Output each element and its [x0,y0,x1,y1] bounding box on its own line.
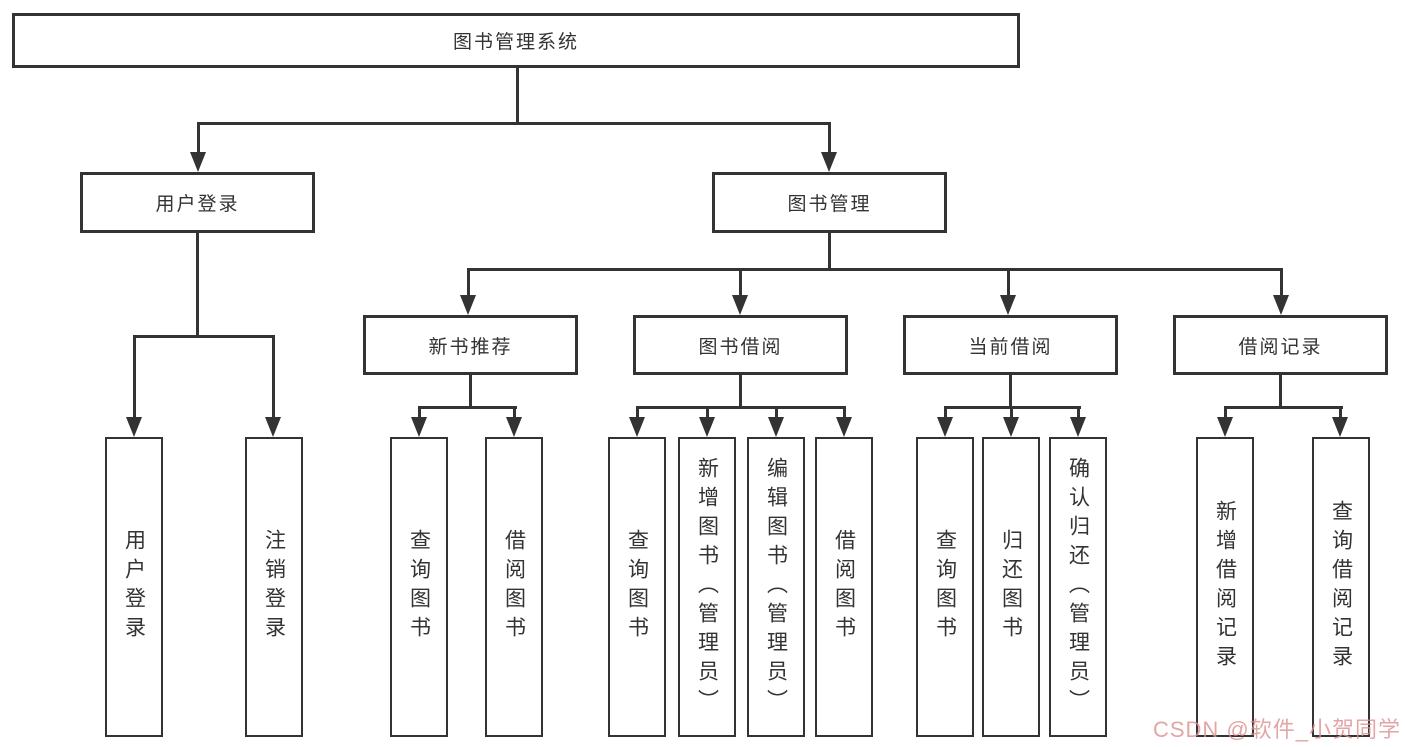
leaf-add-book-admin-label: 新增图书（管理员） [695,456,719,718]
leaf-add-borrow-record-label: 新增借阅记录 [1213,500,1237,674]
arrow-down-icon [937,417,953,437]
connector-line [197,122,831,125]
leaf-query-books-1: 查询图书 [390,437,448,737]
connector-line [1280,268,1283,297]
arrow-down-icon [732,295,748,315]
leaf-query-borrow-record: 查询借阅记录 [1312,437,1370,737]
connector-line [1009,375,1012,409]
node-book-borrow-label: 图书借阅 [698,336,783,358]
node-user-login-module: 用户登录 [80,172,315,233]
connector-line [1279,375,1282,409]
connector-line [636,406,639,419]
connector-line [843,406,846,419]
connector-line [1077,406,1080,419]
leaf-borrow-books-1: 借阅图书 [485,437,543,737]
arrow-down-icon [1070,417,1086,437]
leaf-edit-book-admin-label: 编辑图书（管理员） [764,456,788,718]
arrow-down-icon [506,417,522,437]
node-borrow-records: 借阅记录 [1173,315,1388,375]
node-new-book-recommend: 新书推荐 [363,315,578,375]
leaf-logout: 注销登录 [245,437,303,737]
leaf-return-books: 归还图书 [982,437,1040,737]
arrow-down-icon [1273,295,1289,315]
leaf-borrow-books-2: 借阅图书 [815,437,873,737]
leaf-query-books-2: 查询图书 [608,437,666,737]
connector-line [197,122,200,156]
node-root-label: 图书管理系统 [452,32,579,53]
connector-line [469,375,472,409]
node-book-borrow: 图书借阅 [633,315,848,375]
connector-line [196,233,199,335]
node-book-management: 图书管理 [712,172,947,233]
arrow-down-icon [1332,417,1348,437]
connector-line [513,406,516,419]
arrow-down-icon [460,295,476,315]
arrow-down-icon [411,417,427,437]
connector-line [739,375,742,409]
arrow-down-icon [768,417,784,437]
connector-line [418,406,421,419]
connector-line [467,268,1283,271]
connector-line [516,68,519,124]
leaf-edit-book-admin: 编辑图书（管理员） [747,437,805,737]
connector-line [828,233,831,271]
leaf-query-books-3: 查询图书 [916,437,974,737]
leaf-query-borrow-record-label: 查询借阅记录 [1329,500,1353,674]
arrow-down-icon [126,417,142,437]
arrow-down-icon [265,417,281,437]
connector-line [944,406,947,419]
arrow-down-icon [1003,417,1019,437]
connector-line [1224,406,1227,419]
leaf-logout-label: 注销登录 [262,529,286,645]
arrow-down-icon [1217,417,1233,437]
leaf-query-books-1-label: 查询图书 [407,529,431,645]
connector-line [1010,406,1013,419]
arrow-down-icon [836,417,852,437]
arrow-down-icon [629,417,645,437]
connector-line [1224,406,1343,409]
leaf-query-books-2-label: 查询图书 [625,529,649,645]
connector-line [636,406,846,409]
node-current-borrow: 当前借阅 [903,315,1118,375]
node-new-book-recommend-label: 新书推荐 [428,336,513,358]
connector-line [418,406,517,409]
leaf-confirm-return-admin: 确认归还（管理员） [1049,437,1107,737]
connector-line [467,268,470,297]
leaf-return-books-label: 归还图书 [999,529,1023,645]
node-current-borrow-label: 当前借阅 [968,336,1053,358]
connector-line [775,406,778,419]
leaf-query-books-3-label: 查询图书 [933,529,957,645]
arrow-down-icon [1000,295,1016,315]
leaf-add-book-admin: 新增图书（管理员） [678,437,736,737]
node-borrow-records-label: 借阅记录 [1238,336,1323,358]
leaf-confirm-return-admin-label: 确认归还（管理员） [1066,456,1090,718]
arrow-down-icon [190,152,206,172]
connector-line [133,335,275,338]
leaf-borrow-books-2-label: 借阅图书 [832,529,856,645]
leaf-add-borrow-record: 新增借阅记录 [1196,437,1254,737]
connector-line [739,268,742,297]
arrow-down-icon [821,152,837,172]
connector-line [706,406,709,419]
watermark: CSDN @软件_小贺同学 [1152,717,1401,742]
leaf-borrow-books-1-label: 借阅图书 [502,529,526,645]
node-user-login-module-label: 用户登录 [155,194,240,215]
leaf-user-login: 用户登录 [105,437,163,737]
arrow-down-icon [699,417,715,437]
connector-line [1007,268,1010,297]
connector-line [1339,406,1342,419]
connector-line [828,122,831,156]
connector-line [272,335,275,419]
connector-line [133,335,136,419]
leaf-user-login-label: 用户登录 [122,529,146,645]
node-book-management-label: 图书管理 [787,194,872,215]
node-root: 图书管理系统 [12,13,1020,68]
